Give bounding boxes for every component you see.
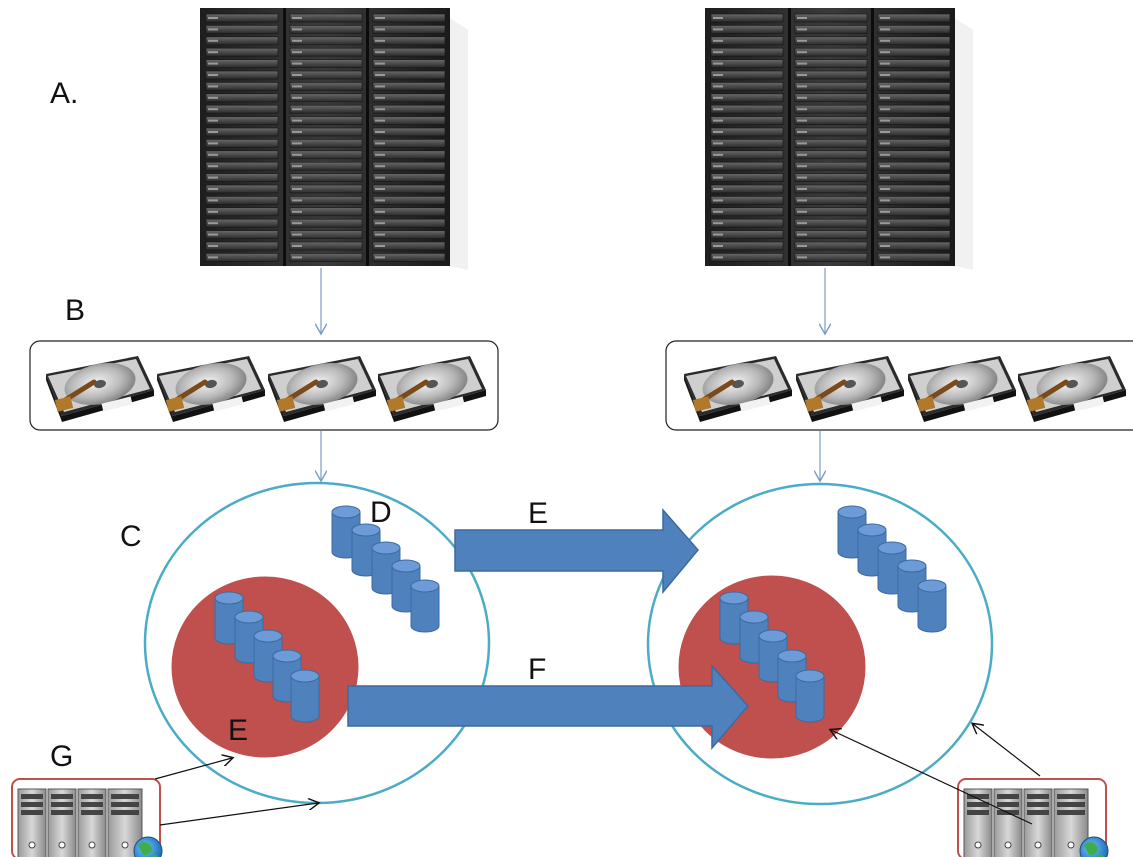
server-tower-group-left bbox=[11, 778, 163, 857]
label-d: D bbox=[370, 496, 392, 529]
client-access-arrow bbox=[154, 758, 232, 780]
label-a: A. bbox=[50, 77, 78, 110]
client-access-arrow bbox=[831, 730, 1033, 825]
server-rack-icon bbox=[704, 7, 974, 271]
label-c: C bbox=[120, 520, 142, 553]
globe-icon bbox=[133, 836, 163, 857]
replication-arrow-e bbox=[454, 508, 699, 595]
client-access-arrow bbox=[973, 724, 1041, 777]
label-e-top: E bbox=[528, 497, 548, 530]
storage-pool-circle-right bbox=[646, 482, 994, 806]
label-g: G bbox=[50, 740, 73, 773]
server-tower-group-right bbox=[957, 778, 1109, 857]
replication-arrow-f bbox=[347, 664, 749, 751]
storage-array-left bbox=[29, 340, 499, 431]
label-b: B bbox=[65, 294, 85, 327]
label-f: F bbox=[528, 653, 546, 686]
server-rack-icon-left bbox=[199, 7, 469, 271]
server-rack-icon bbox=[199, 7, 469, 271]
database-stack-icon bbox=[837, 505, 947, 633]
storage-array-right bbox=[665, 340, 1133, 431]
label-e-inner: E bbox=[228, 714, 248, 747]
server-rack-icon-right bbox=[704, 7, 974, 271]
globe-icon bbox=[1079, 836, 1109, 857]
client-access-arrow bbox=[159, 803, 318, 826]
